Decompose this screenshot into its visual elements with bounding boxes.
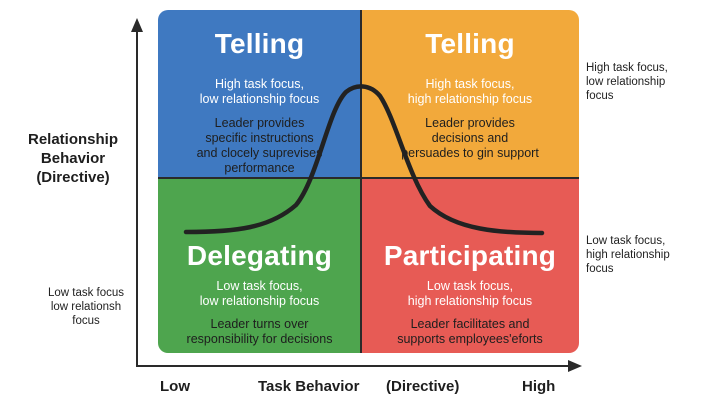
description-line: Leader provides <box>425 116 515 130</box>
quadrant-title: Telling <box>425 28 515 59</box>
note-line: focus <box>586 90 614 102</box>
subtitle-line: High task focus, <box>425 77 515 91</box>
description-line: Leader facilitates and <box>410 317 530 331</box>
quadrant-description: Leader facilitates and supports employee… <box>361 317 579 347</box>
description-line: persuades to gin support <box>401 146 539 160</box>
y-axis-arrow <box>131 18 143 366</box>
description-line: and clocely suprevises <box>196 146 323 160</box>
note-line: focus <box>586 263 614 275</box>
quadrant-bottom-left: Delegating Low task focus, low relations… <box>158 178 361 353</box>
quadrant-title: Delegating <box>186 240 333 271</box>
quadrant-subtitle: High task focus, high relationship focus <box>361 77 579 107</box>
description-line: Leader provides <box>214 116 305 130</box>
subtitle-line: high relationship focus <box>407 294 533 308</box>
note-line: Low task focus, <box>586 235 666 247</box>
description-line: decisions and <box>431 131 509 145</box>
quadrant-title: Participating <box>383 240 557 271</box>
note-line: Low task focus <box>47 287 125 299</box>
note-line: low relationship <box>586 76 666 88</box>
y-axis-title-line: (Directive) <box>36 169 110 186</box>
x-axis-high-label: High <box>522 378 556 395</box>
description-line: supports employees'eforts <box>397 332 543 346</box>
description-line: performance <box>224 161 295 175</box>
quadrant-description: Leader turns over responsibility for dec… <box>158 317 361 347</box>
vertical-divider <box>360 10 362 353</box>
subtitle-line: High task focus, <box>215 77 304 91</box>
quadrant-description: Leader provides decisions and persuades … <box>361 116 579 161</box>
quadrant-bottom-right: Participating Low task focus, high relat… <box>361 178 579 353</box>
quadrant-title: Telling <box>214 28 305 59</box>
quadrant-subtitle: Low task focus, high relationship focus <box>361 279 579 309</box>
subtitle-line: Low task focus, <box>426 279 514 293</box>
horizontal-divider <box>158 177 579 179</box>
subtitle-line: high relationship focus <box>407 92 533 106</box>
y-axis-title-line: Behavior <box>40 150 106 167</box>
x-axis-title: Task Behavior <box>258 378 360 395</box>
right-note-top: High task focus, low relationship focus <box>586 61 716 103</box>
bell-curve <box>183 84 545 236</box>
description-line: responsibility for decisions <box>186 332 333 346</box>
note-line: focus <box>72 315 100 327</box>
right-note-bottom: Low task focus, high relationship focus <box>586 234 716 276</box>
subtitle-line: low relationship focus <box>199 92 320 106</box>
quadrant-subtitle: High task focus, low relationship focus <box>158 77 361 107</box>
y-axis-low-note: Low task focus low relationsh focus <box>36 286 136 328</box>
description-line: Leader turns over <box>210 317 309 331</box>
x-axis-low-label: Low <box>160 378 190 395</box>
description-line: specific instructions <box>205 131 314 145</box>
x-axis-arrow <box>136 360 582 372</box>
note-line: low relationsh <box>50 301 122 313</box>
note-line: High task focus, <box>586 62 668 74</box>
x-axis-qualifier: (Directive) <box>386 378 460 395</box>
subtitle-line: Low task focus, <box>216 279 303 293</box>
quadrant-top-left: Telling High task focus, low relationshi… <box>158 10 361 178</box>
quadrant-top-right: Telling High task focus, high relationsh… <box>361 10 579 178</box>
quadrant-description: Leader provides specific instructions an… <box>158 116 361 176</box>
note-line: high relationship <box>586 249 670 261</box>
subtitle-line: low relationship focus <box>199 294 320 308</box>
quadrant-subtitle: Low task focus, low relationship focus <box>158 279 361 309</box>
y-axis-title-line: Relationship <box>27 131 118 148</box>
y-axis-title: Relationship Behavior (Directive) <box>18 130 128 187</box>
